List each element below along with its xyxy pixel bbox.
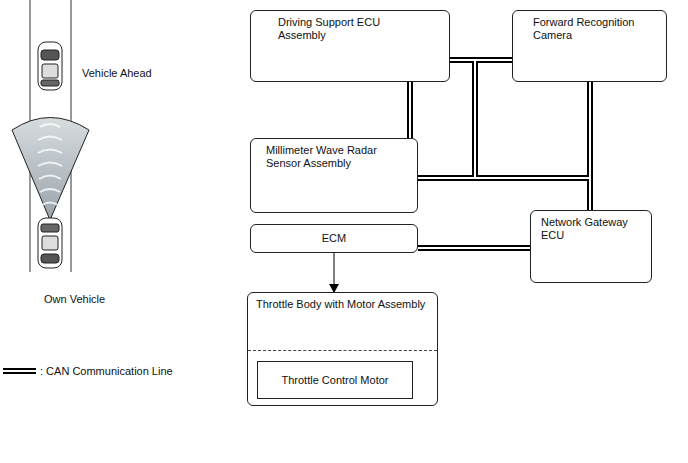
gateway-box: Network Gateway ECU (530, 210, 652, 283)
can-line (418, 245, 530, 251)
legend-line-sample (3, 371, 36, 372)
legend-text: : CAN Communication Line (40, 365, 173, 378)
ecu-box: Driving Support ECU Assembly (250, 10, 450, 82)
motor-box: Throttle Control Motor (257, 361, 413, 399)
node-text: Throttle Control Motor (258, 374, 412, 387)
node-text: Millimeter Wave Radar Sensor Assembly (266, 144, 414, 170)
radar-waves (38, 102, 62, 205)
can-line (407, 82, 413, 138)
camera-box: Forward Recognition Camera (512, 10, 667, 82)
signal-arrow (334, 253, 335, 292)
node-text: Driving Support ECU Assembly (278, 16, 428, 42)
own-vehicle (38, 218, 62, 268)
dashed-divider (248, 350, 437, 351)
can-line (418, 178, 590, 210)
vehicle-label: Vehicle Ahead (82, 67, 152, 80)
node-text: Forward Recognition Camera (533, 16, 663, 42)
radar-box: Millimeter Wave Radar Sensor Assembly (250, 138, 418, 213)
radar-fan (12, 118, 89, 221)
node-text: ECM (251, 232, 417, 245)
can-line-inner (409, 82, 411, 138)
node-text: Network Gateway ECU (541, 216, 649, 242)
ecm-box: ECM (250, 224, 418, 253)
node-text: Throttle Body with Motor Assembly (256, 298, 431, 311)
can-line-inner (418, 178, 590, 210)
throttle-body-box: Throttle Body with Motor AssemblyThrottl… (247, 292, 438, 406)
vehicle-ahead (38, 42, 62, 90)
can-line-inner (418, 247, 530, 249)
vehicle-label: Own Vehicle (44, 293, 105, 306)
